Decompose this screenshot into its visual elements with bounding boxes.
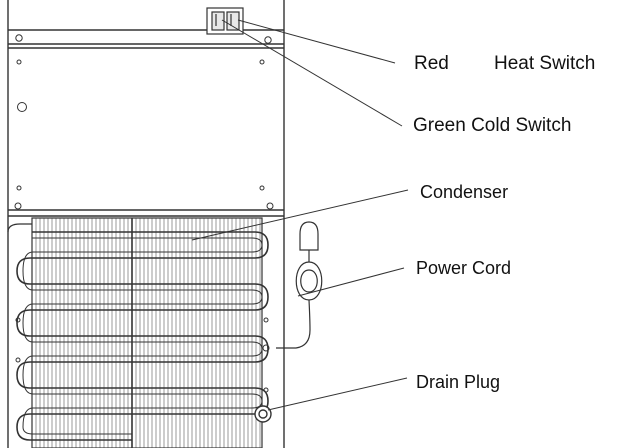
leader-drain-plug	[267, 377, 408, 411]
label-green-cold-switch: Green Cold Switch	[413, 115, 572, 136]
label-condenser: Condenser	[420, 182, 509, 202]
leader-condenser	[191, 189, 409, 241]
label-power-cord: Power Cord	[416, 258, 512, 278]
label-red: Red	[414, 53, 449, 74]
leader-cold-switch	[221, 19, 403, 127]
condenser-coil	[7, 217, 269, 448]
drain-plug	[254, 405, 272, 423]
label-heat-switch: Heat Switch	[494, 53, 596, 74]
leader-heat-switch	[237, 19, 396, 64]
cabinet-back-panel	[7, 0, 285, 448]
leader-lines	[191, 19, 409, 411]
switch-box	[206, 7, 244, 35]
label-drain-plug: Drain Plug	[416, 372, 501, 392]
power-cord	[276, 221, 323, 349]
leader-power-cord	[297, 267, 405, 297]
